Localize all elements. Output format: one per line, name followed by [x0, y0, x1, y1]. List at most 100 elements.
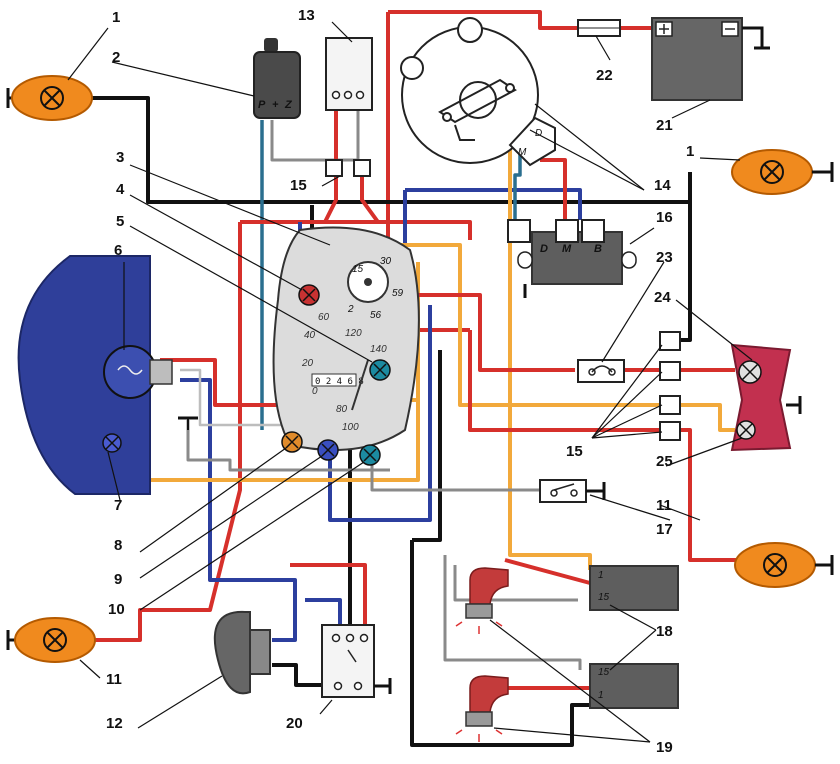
- speedometer-cluster: 15 30 56 59 2 0 20 40 60 80 100 120 140 …: [272, 226, 420, 466]
- callout-16: 16: [656, 209, 673, 226]
- horn: [213, 610, 271, 695]
- wires: [80, 10, 738, 747]
- rear-left-turn-lamp: [6, 617, 96, 663]
- ground-symbol: [178, 416, 198, 430]
- yellow-wire-rear-a: [380, 243, 660, 407]
- speed-0: 0: [312, 386, 318, 397]
- generator-terminal-m: M: [518, 147, 527, 158]
- switch-terminal-15: 15: [352, 264, 364, 275]
- callout-2: 2: [112, 49, 120, 66]
- black-wire-horn: [272, 663, 330, 687]
- front-right-turn-lamp: [731, 149, 834, 195]
- callout-13: 13: [298, 7, 315, 24]
- regulator-terminal-d: D: [540, 243, 548, 255]
- switch-terminal-59: 59: [392, 288, 404, 299]
- coil-top-terminal-15: 15: [598, 592, 610, 603]
- front-left-turn-lamp: [6, 75, 93, 121]
- gray-wire-ground: [186, 420, 390, 472]
- red-wire-lamp-left: [95, 222, 242, 642]
- red-wire-stop: [410, 293, 575, 372]
- neutral-switch: [539, 479, 606, 503]
- red-wire-coil-1: [504, 558, 591, 585]
- generator-terminals: D M: [508, 116, 556, 167]
- main-fuse: [577, 19, 621, 37]
- battery: [651, 17, 770, 101]
- coil-bottom-terminal-1: 1: [598, 690, 604, 701]
- callout-15-top: 15: [290, 177, 307, 194]
- callout-3: 3: [116, 149, 124, 166]
- red-wire-fuse-block: [323, 110, 338, 223]
- gray-wire-relay: [270, 110, 360, 162]
- red-wire-fuse-block-2: [360, 175, 380, 224]
- callout-24: 24: [654, 289, 671, 306]
- callout-12: 12: [106, 715, 123, 732]
- generator-terminal-d: D: [535, 128, 542, 139]
- callout-18: 18: [656, 623, 673, 640]
- spark-plugs: [455, 567, 509, 742]
- callout-20: 20: [286, 715, 303, 732]
- voltage-regulator: D M B: [507, 219, 637, 298]
- rear-right-turn-lamp: [734, 542, 834, 588]
- callout-25: 25: [656, 453, 673, 470]
- ignition-distributor: [400, 17, 539, 164]
- speed-120: 120: [345, 328, 362, 339]
- blue-wire-horn: [180, 378, 297, 642]
- callouts: 1 2 3 4 5 6 7 8 9 10 11 12 13 15 14 16 2…: [67, 7, 753, 756]
- callout-4: 4: [116, 181, 125, 198]
- callout-21: 21: [656, 117, 673, 134]
- callout-8: 8: [114, 537, 122, 554]
- turn-signal-relay: P + Z: [253, 38, 301, 119]
- speed-60: 60: [318, 312, 330, 323]
- callout-1-right: 1: [686, 143, 694, 160]
- connector-block: [325, 37, 373, 111]
- black-wire-turn-right: [670, 202, 692, 342]
- callout-15-right: 15: [566, 443, 583, 460]
- callout-19: 19: [656, 739, 673, 756]
- headlight: [17, 255, 173, 495]
- callout-7: 7: [114, 497, 122, 514]
- blue-wire-generator: [405, 188, 582, 220]
- callout-22: 22: [596, 67, 613, 84]
- gray-wire-coil-2: [453, 565, 578, 602]
- relay-terminal-p: P: [258, 99, 266, 111]
- switch-terminal-30: 30: [380, 256, 392, 267]
- callout-1-left: 1: [112, 9, 120, 26]
- callout-17: 17: [656, 521, 673, 538]
- rear-light: [730, 343, 802, 452]
- blue-wire-ign: [305, 598, 342, 625]
- callout-11-right: 11: [656, 497, 672, 514]
- speed-140: 140: [370, 344, 387, 355]
- switch-terminal-56: 56: [370, 310, 382, 321]
- black-wire-coil-loop: [410, 540, 592, 747]
- callout-23: 23: [656, 249, 673, 266]
- relay-terminal-z: Z: [284, 99, 293, 111]
- red-wire-turn-rear: [468, 330, 738, 562]
- red-wire-fuse: [388, 10, 578, 30]
- callout-5: 5: [116, 213, 124, 230]
- teal-wire-regulator: [513, 155, 522, 220]
- gray-wire-neutral: [370, 455, 540, 492]
- odometer: 0 2 4 6 8: [315, 377, 364, 387]
- coil-top-terminal-1: 1: [598, 570, 604, 581]
- black-wire-coil-up: [412, 350, 442, 542]
- ignition-coils: 1 15 15 1: [589, 565, 679, 709]
- red-wire-dash-top: [240, 220, 472, 240]
- callout-14: 14: [654, 177, 671, 194]
- black-wire-turn-front: [80, 96, 692, 204]
- yellow-wire-rear-b: [660, 403, 735, 432]
- gray-wire-coil: [443, 555, 582, 670]
- handlebar-switch: [321, 624, 392, 698]
- connectors-group-top: [325, 159, 371, 177]
- callout-10: 10: [108, 601, 125, 618]
- speed-20: 20: [301, 358, 314, 369]
- callout-11-left: 11: [106, 671, 122, 688]
- speed-40: 40: [304, 330, 316, 341]
- callout-6: 6: [114, 242, 122, 259]
- switch-terminal-2: 2: [347, 304, 354, 315]
- speed-80: 80: [336, 404, 348, 415]
- stop-light-switch: [577, 359, 625, 383]
- red-wire-ign: [290, 563, 367, 625]
- regulator-terminal-m: M: [562, 243, 572, 255]
- coil-bottom-terminal-15: 15: [598, 667, 610, 678]
